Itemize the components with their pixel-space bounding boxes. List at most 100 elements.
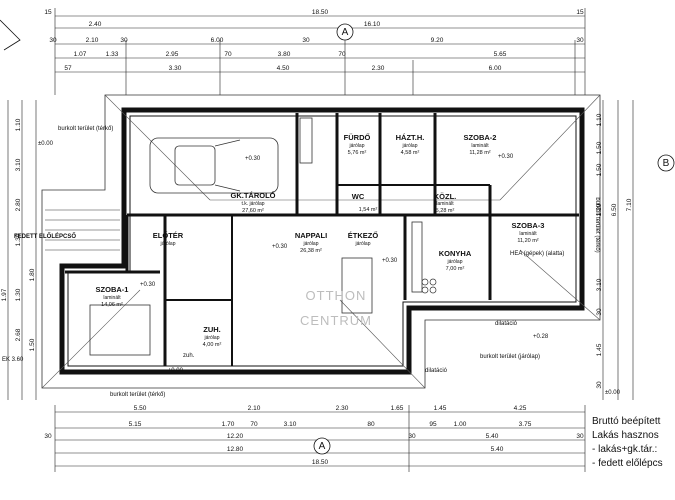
dim-bottom3-0: 30 (44, 433, 52, 440)
north-arrow (0, 19, 21, 51)
dim-left-7: 2.68 (15, 328, 22, 341)
dim-row1-0: 2.40 (89, 21, 102, 28)
exterior-walls (59, 107, 585, 375)
dim-bottom1-1: 2.10 (248, 405, 261, 412)
watermark-line-2: CENTRUM (300, 313, 372, 328)
ek-level-label: EK 3.60 (2, 357, 24, 363)
room-name: SZOBA-1 (96, 285, 129, 294)
room-floor: járólap (159, 241, 175, 247)
dim-row4-4: 6.00 (489, 65, 502, 72)
room-hallway: KÖZL. laminált 5,28 m² (434, 192, 457, 214)
legend-line-2: Lakás hasznos (592, 430, 659, 441)
room-name: ELŐTÉR (153, 231, 184, 240)
room-area: 4,00 m² (203, 342, 222, 348)
dim-bottom2-1: 1.70 (222, 421, 235, 428)
dim-row3-3: 70 (224, 51, 232, 58)
dim-row2-5: 9.20 (431, 37, 444, 44)
room-dining: ÉTKEZŐ járólap (348, 231, 379, 247)
room-floor: laminált (436, 201, 454, 207)
dim-right-0: 1.10 (596, 113, 603, 126)
room-bedroom-3: SZOBA-3 laminált 11,20 m² (512, 221, 545, 244)
dim-left-5: 1.97 (1, 288, 8, 301)
paved-area-top-label: burkolt terület (térkő) (58, 126, 113, 132)
level-marker: +0.30 (498, 154, 514, 160)
dim-left-6: 1.30 (15, 288, 22, 301)
room-floor: laminált (519, 231, 537, 237)
room-living: NAPPALI járólap 26,38 m² (295, 231, 327, 254)
axis-marker-bottom: A (313, 437, 331, 455)
covered-porch-label: FEDETT ELŐLÉPCSŐ (14, 232, 76, 240)
dim-row1-1: 16.10 (364, 21, 381, 28)
level-marker: ±0.00 (168, 368, 184, 374)
dim-right-1: 1.50 (596, 141, 603, 154)
room-area: 1,54 m² (359, 207, 378, 213)
room-floor: járólap (302, 241, 318, 247)
dim-bottom3-2: 30 (408, 433, 416, 440)
right-dimension-texts: 1.10 1.50 1.50 6.50 7.10 1.20 3.10 30 1.… (596, 113, 633, 388)
room-area: 11,28 m² (469, 150, 490, 156)
room-entrance: ELŐTÉR járólap (153, 231, 184, 247)
level-marker: ±0.00 (38, 141, 54, 147)
dim-left-0: 1.10 (15, 118, 22, 131)
dim-left-2: 2.80 (15, 198, 22, 211)
dining-table (341, 257, 373, 314)
dim-right-2: 1.50 (596, 163, 603, 176)
room-name: FÜRDŐ (344, 133, 371, 142)
room-name: ÉTKEZŐ (348, 231, 379, 240)
stove-icon (421, 278, 437, 294)
dim-row4-3: 2.30 (372, 65, 385, 72)
room-kitchen: KONYHA járólap 7,00 m² (439, 249, 472, 272)
room-floor: járólap (203, 335, 219, 341)
room-floor: járólap (446, 259, 462, 265)
dim-right-6: 3.10 (596, 278, 603, 291)
legend-line-4: - fedett előlépcs (592, 458, 663, 469)
porch-stairs (45, 209, 120, 251)
room-shower: ZUH. járólap 4,00 m² (203, 325, 222, 348)
room-area: 14,06 m² (101, 302, 123, 308)
level-marker: +0.28 (533, 334, 549, 340)
roof-ridge-lines (41, 94, 601, 389)
room-floor: laminált (103, 295, 121, 301)
bed-1 (89, 304, 151, 356)
area-legend: Bruttó beépített Lakás hasznos - lakás+g… (592, 416, 663, 469)
level-marker: +0.30 (382, 258, 398, 264)
dim-bottom3-3: 5.40 (486, 433, 499, 440)
expansion-joint-label-1: dilatáció (495, 321, 518, 327)
room-bedroom-1: SZOBA-1 laminált 14,06 m² (96, 285, 129, 308)
left-dimension-texts: 1.10 3.10 2.80 1.30 1.80 1.97 1.30 2.68 … (1, 118, 36, 351)
dim-bottom-total: 18.50 (312, 459, 329, 466)
room-name: KÖZL. (434, 192, 457, 201)
room-bedroom-2: SZOBA-2 laminált 11,28 m² (464, 133, 497, 156)
room-name: KONYHA (439, 249, 472, 258)
axis-label-bottom: A (319, 441, 326, 452)
dim-row4-0: 57 (64, 65, 72, 72)
dim-top-edge-left: 15 (44, 9, 52, 16)
dim-bottom3-4: 30 (576, 433, 584, 440)
axis-marker-top: A (336, 23, 354, 41)
dim-row4-2: 4.50 (277, 65, 290, 72)
dim-right-5: 1.20 (596, 203, 603, 216)
kitchen-counter (411, 221, 423, 293)
level-marker: +0.30 (272, 244, 288, 250)
legend-line-1: Bruttó beépített (592, 416, 661, 427)
top-dimension-lines (54, 8, 586, 95)
dim-bottom4-1: 5.40 (491, 446, 504, 453)
dim-bottom1-2: 2.30 (336, 405, 349, 412)
dim-row2-4: 30 (302, 37, 310, 44)
paved-area-bottom-label: burkolt terület (térkő) (110, 392, 165, 398)
dim-bottom2-7: 3.75 (519, 421, 532, 428)
dim-row3-4: 3.80 (278, 51, 291, 58)
dim-row2-2: 30 (120, 37, 128, 44)
legend-line-3: - lakás+gk.tár.: (592, 444, 657, 455)
dim-left-4: 1.80 (29, 268, 36, 281)
room-floor: járólap (354, 241, 370, 247)
hea-label: HEA (gépek) (alatta) (510, 251, 564, 257)
room-area: 26,38 m² (300, 248, 322, 254)
room-floor: járólap (348, 143, 364, 149)
dim-bottom2-2: 70 (250, 421, 258, 428)
room-name: WC (352, 192, 365, 201)
room-name: SZOBA-3 (512, 221, 545, 230)
dim-bottom1-3: 1.65 (391, 405, 404, 412)
dim-row3-1: 1.33 (106, 51, 119, 58)
